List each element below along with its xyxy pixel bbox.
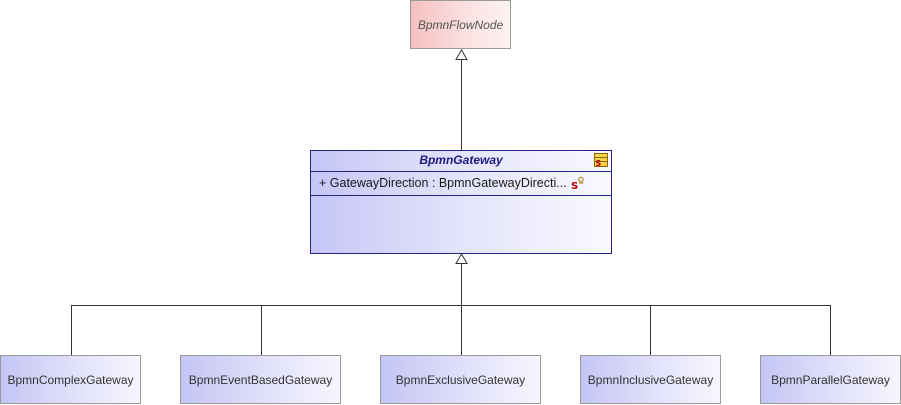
static-attribute-icon: S (571, 176, 584, 190)
class-bpmncomplexgateway[interactable]: BpmnComplexGateway (0, 355, 141, 404)
attribute-gateway-direction: + GatewayDirection : BpmnGatewayDirecti.… (319, 176, 567, 190)
class-bpmngateway[interactable]: BpmnGateway S + GatewayDirection : BpmnG… (310, 150, 612, 254)
class-bpmnexclusivegateway[interactable]: BpmnExclusiveGateway (380, 355, 541, 404)
class-name: BpmnEventBasedGateway (188, 372, 333, 387)
attribute-row[interactable]: + GatewayDirection : BpmnGatewayDirecti.… (319, 173, 605, 193)
class-bpmnparallelgateway[interactable]: BpmnParallelGateway (760, 355, 901, 404)
attribute-compartment-divider (311, 171, 611, 172)
svg-text:S: S (596, 159, 602, 167)
class-name: BpmnFlowNode (417, 17, 504, 32)
svg-text:S: S (571, 181, 578, 190)
class-name: BpmnComplexGateway (7, 372, 134, 387)
class-bpmneventbasedgateway[interactable]: BpmnEventBasedGateway (180, 355, 341, 404)
class-name: BpmnGateway (419, 153, 503, 167)
class-name: BpmnInclusiveGateway (587, 372, 714, 387)
class-name: BpmnExclusiveGateway (395, 372, 526, 387)
gateway-generalization-arrowhead (455, 253, 468, 264)
class-bpmninclusivegateway[interactable]: BpmnInclusiveGateway (580, 355, 721, 404)
flownode-generalization-arrowhead (455, 49, 468, 60)
operation-compartment-divider (311, 195, 611, 196)
class-name: BpmnParallelGateway (771, 372, 890, 387)
class-icon: S (594, 153, 608, 167)
class-bpmnflownode[interactable]: BpmnFlowNode (410, 0, 511, 49)
